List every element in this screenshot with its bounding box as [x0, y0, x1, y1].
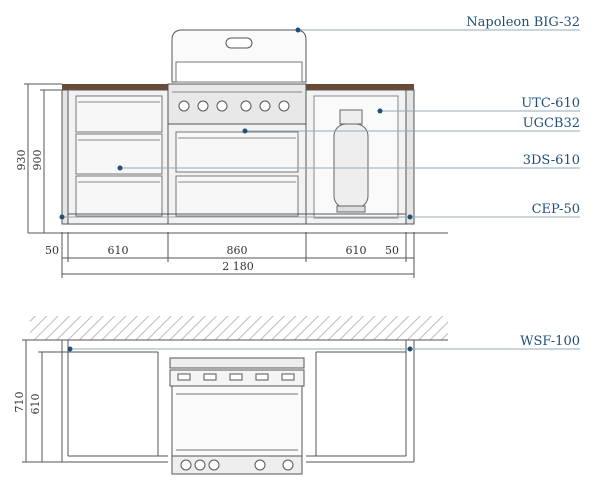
front-height-dims	[24, 83, 62, 233]
dim-depth-outer: 710	[13, 392, 26, 413]
dim-end-right: 50	[385, 244, 399, 257]
front-view: 930 900 50 610 860 610 50 2 180	[15, 29, 448, 278]
dim-height-outer: 930	[15, 150, 28, 171]
dim-grill-width: 860	[227, 244, 248, 257]
label-grill: Napoleon BIG-32	[466, 15, 580, 30]
top-depth-dims	[22, 339, 68, 463]
wall-hatch	[30, 316, 448, 340]
dim-depth-inner: 610	[29, 394, 42, 415]
label-wsf: WSF-100	[520, 334, 580, 349]
label-drawers: 3DS-610	[523, 153, 580, 168]
front-width-dims	[61, 232, 415, 278]
label-cep: CEP-50	[532, 202, 580, 217]
dim-cab-left: 610	[108, 244, 129, 257]
front-callouts: Napoleon BIG-32 UTC-610 UGCB32 3DS-610 C…	[59, 15, 580, 220]
dim-cab-right: 610	[346, 244, 367, 257]
grill-control-panel	[167, 83, 307, 125]
label-utc: UTC-610	[521, 96, 580, 111]
label-ugcb: UGCB32	[523, 116, 580, 131]
grill-top-view	[169, 357, 305, 475]
gas-tank-icon	[333, 109, 369, 213]
end-panel-right	[405, 89, 415, 225]
top-view: 710 610 WSF-100	[13, 316, 580, 475]
left-drawer-cabinet	[67, 89, 169, 225]
dim-height-inner: 900	[31, 150, 44, 171]
top-frame	[61, 340, 415, 463]
end-panel-left	[61, 89, 69, 225]
grill-cabinet	[167, 123, 307, 225]
dim-total: 2 180	[222, 260, 254, 273]
grill-lid	[171, 29, 307, 83]
dim-end-left: 50	[45, 244, 59, 257]
right-tank-cabinet	[305, 89, 407, 225]
